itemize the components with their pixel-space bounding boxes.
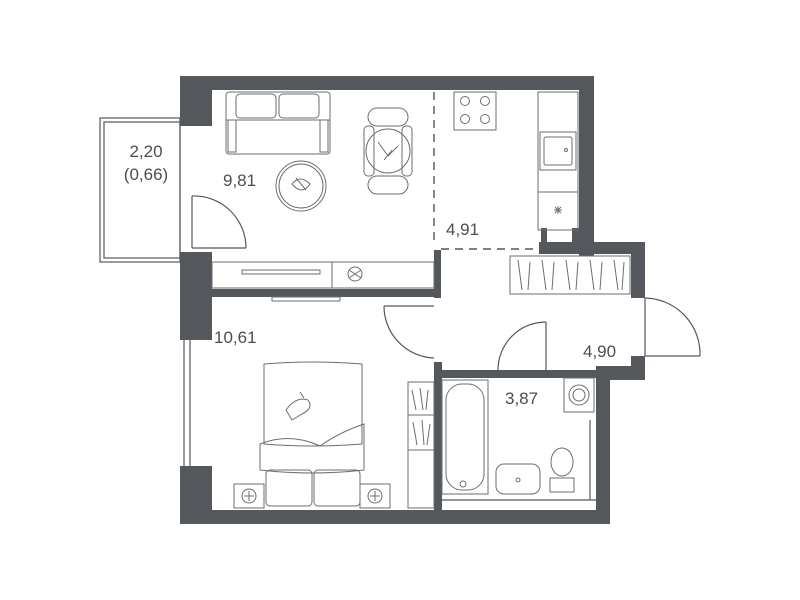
washing-machine-icon (563, 377, 595, 413)
plant-icon (347, 266, 363, 282)
bedroom-area-label: 10,61 (214, 328, 257, 347)
tv-unit (211, 261, 435, 289)
tv-icon (271, 296, 341, 302)
sink-icon (539, 131, 577, 171)
bathroom-door[interactable] (497, 321, 547, 371)
dining-table-icon (363, 107, 413, 195)
washbasin-icon (495, 463, 541, 495)
kitchen-counter (537, 91, 579, 231)
kitchen-zone-area-label: 4,91 (446, 220, 479, 239)
nightstand-right (359, 483, 391, 509)
bed-icon (259, 361, 365, 507)
entrance-door[interactable] (644, 297, 701, 357)
nightstand-left (233, 483, 265, 509)
round-rug-icon (275, 160, 327, 212)
bedroom-window (183, 340, 191, 466)
cooktop-icon (453, 91, 497, 131)
hallway-wardrobe-icon (509, 255, 631, 295)
balcony-door[interactable] (191, 195, 247, 249)
balcony-area-label: 2,20 (129, 142, 162, 161)
walls (180, 76, 645, 524)
fridge-icon (538, 191, 578, 214)
hallway-area-label: 4,90 (583, 342, 616, 361)
wardrobe-icon (407, 381, 435, 509)
sofa-icon (225, 91, 331, 155)
balcony (99, 117, 181, 263)
balcony-reduced-area-label: (0,66) (124, 165, 168, 184)
toilet-icon (549, 447, 575, 493)
kitchen-living-area-label: 9,81 (223, 171, 256, 190)
bathtub-icon (441, 379, 489, 495)
bathroom-area-label: 3,87 (505, 389, 538, 408)
bedroom-door[interactable] (383, 305, 435, 359)
